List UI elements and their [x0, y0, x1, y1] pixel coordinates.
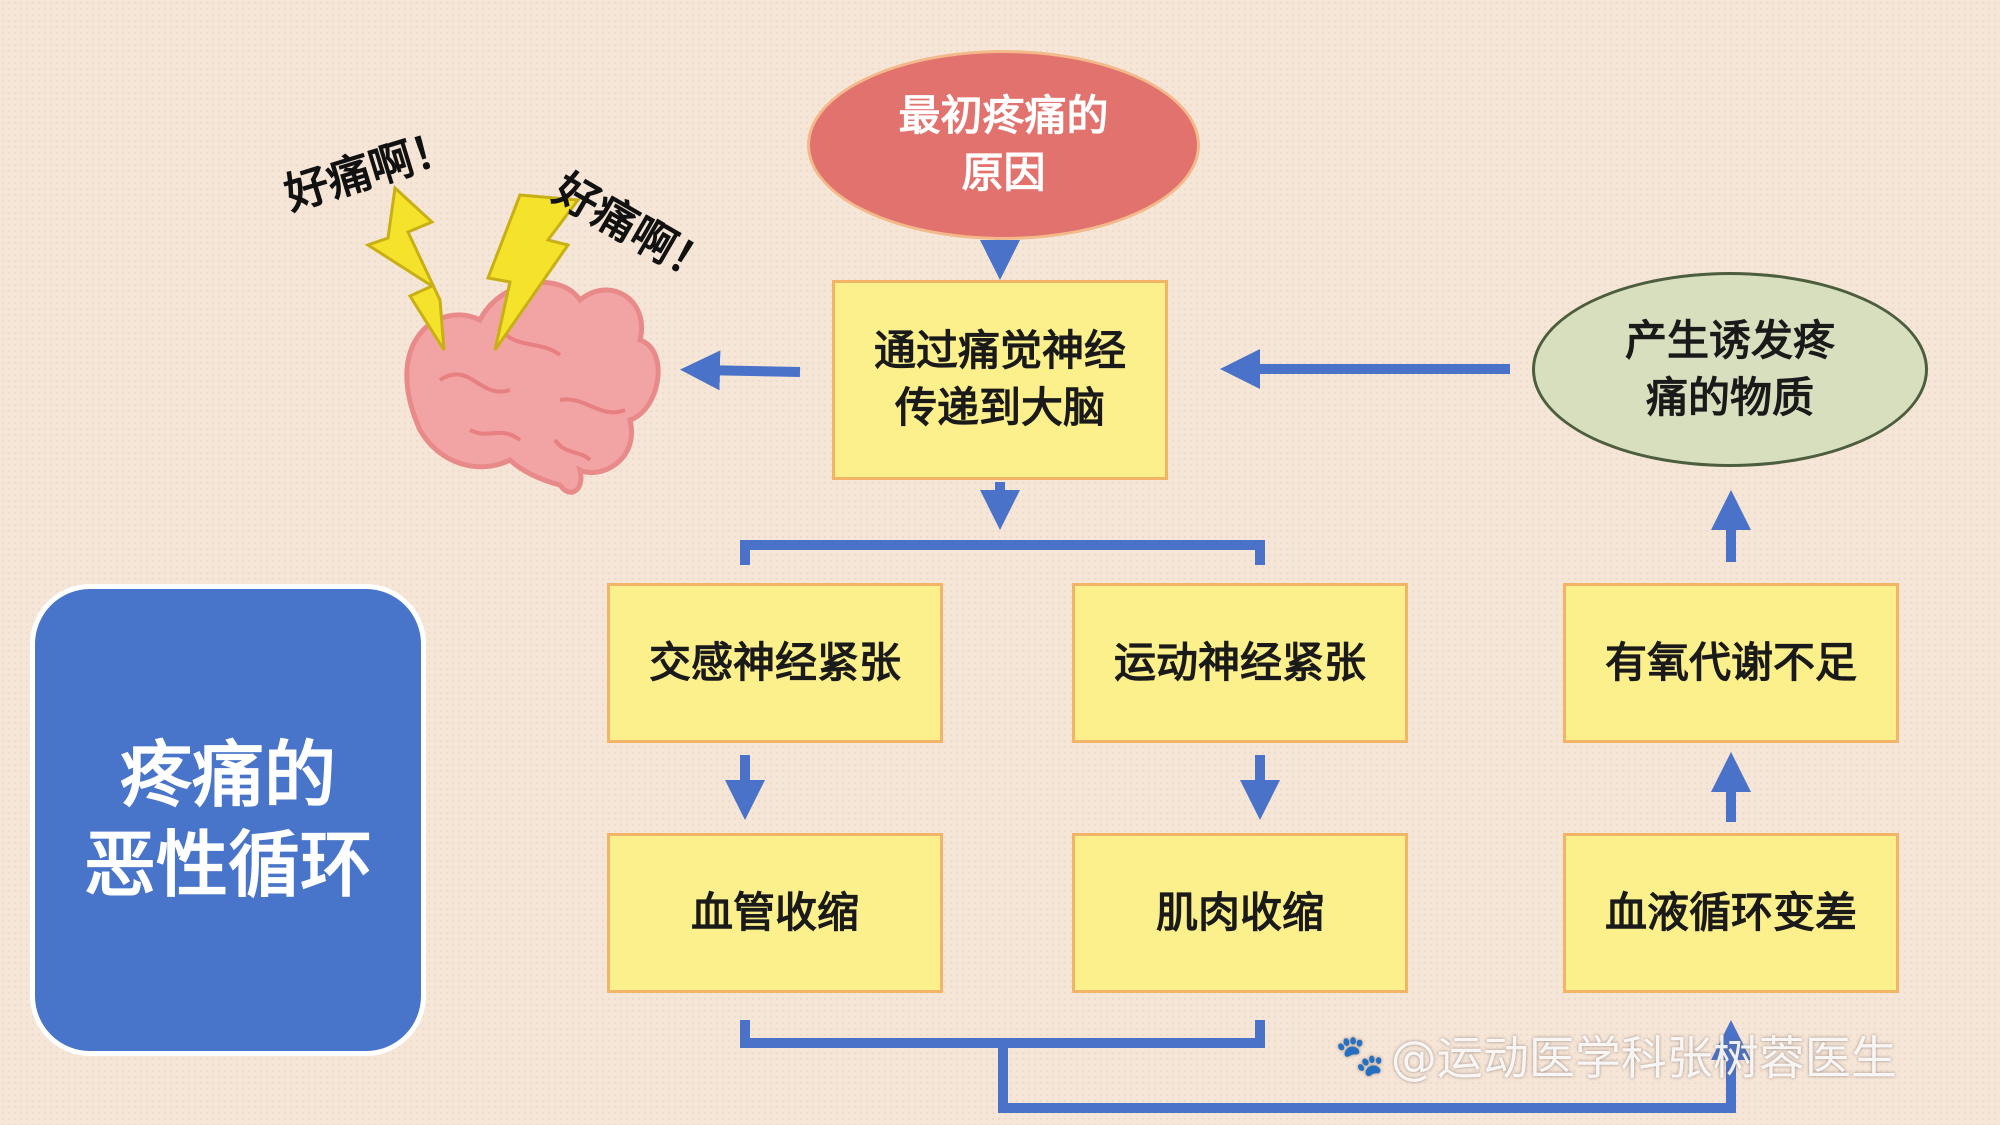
title-line2: 恶性循环 — [83, 823, 372, 907]
vasoconstriction-node: 血管收缩 — [607, 833, 943, 993]
cause-line2: 原因 — [961, 148, 1046, 197]
initial-pain-cause-node: 最初疼痛的 原因 — [807, 50, 1200, 240]
arrow-merge-to-circulation — [998, 1020, 1751, 1113]
watermark-text: @运动医学科张树蓉医生 — [1390, 1031, 1897, 1085]
substance-line1: 产生诱发疼 — [1624, 315, 1835, 365]
transmit-line2: 传递到大脑 — [894, 383, 1105, 432]
arrow-transmit-to-brain — [680, 350, 801, 391]
title-line1: 疼痛的 — [119, 733, 336, 817]
paw-logo-icon: 🐾 — [1335, 1032, 1385, 1079]
lightning-left-icon — [364, 184, 446, 351]
pain-nerve-transmit-node: 通过痛觉神经 传递到大脑 — [832, 280, 1168, 480]
watermark: 🐾 @运动医学科张树蓉医生 — [1335, 1022, 1897, 1088]
aerobic-deficit-node: 有氧代谢不足 — [1563, 583, 1899, 743]
pain-substance-node: 产生诱发疼 痛的物质 — [1532, 272, 1928, 467]
muscle-contraction-node: 肌肉收缩 — [1072, 833, 1408, 993]
brain-icon — [404, 280, 661, 495]
diagram-title-card: 疼痛的 恶性循环 — [30, 584, 426, 1056]
cause-line1: 最初疼痛的 — [898, 91, 1109, 141]
sympathetic-tension-node: 交感神经紧张 — [607, 583, 943, 743]
transmit-line1: 通过痛觉神经 — [873, 326, 1126, 376]
merge-bracket — [740, 1020, 1265, 1048]
lightning-right-icon — [485, 193, 581, 351]
poor-circulation-node: 血液循环变差 — [1563, 833, 1899, 993]
motor-tension-node: 运动神经紧张 — [1072, 583, 1408, 743]
split-bracket — [740, 540, 1265, 565]
substance-line2: 痛的物质 — [1645, 372, 1814, 422]
